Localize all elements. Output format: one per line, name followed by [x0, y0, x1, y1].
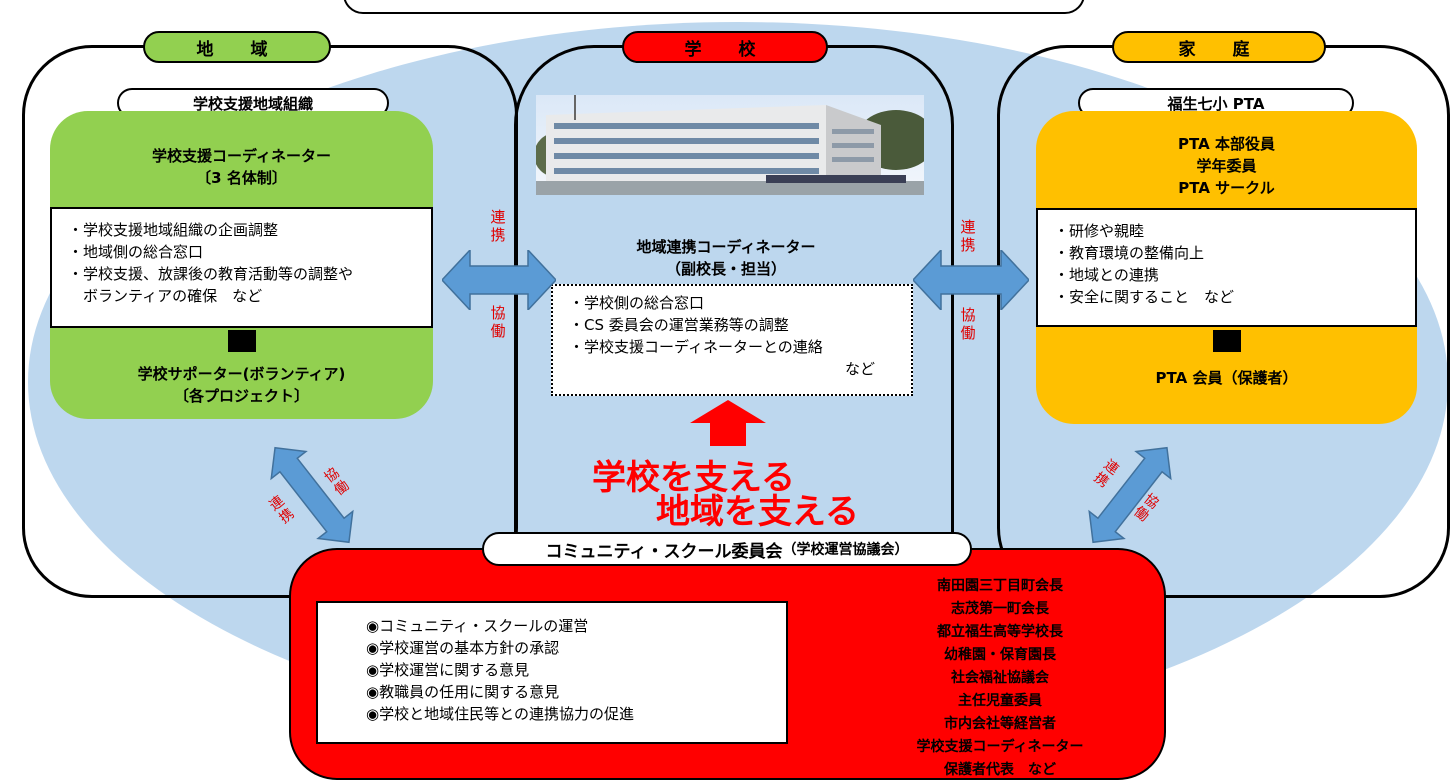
cs-member: 都立福生高等学校長 — [937, 624, 1063, 640]
home-duty: ・地域との連携 — [1054, 266, 1159, 284]
home-duty: ・教育環境の整備向上 — [1054, 244, 1205, 262]
school-duty: ・CS 委員会の運営業務等の調整 — [569, 316, 789, 334]
right-collab-char: 協 — [960, 306, 976, 324]
school-duty: ・学校支援コーディネーターとの連絡 — [569, 338, 823, 356]
left-collab-char: 協 — [490, 304, 506, 322]
home-group: 学年委員 — [1196, 157, 1257, 175]
slogan-line-1: 学校を支える — [592, 458, 795, 498]
school-building-photo — [536, 95, 924, 195]
home-duties-box: ・研修や親睦 ・教育環境の整備向上 ・地域との連携 ・安全に関すること など — [1036, 208, 1417, 327]
up-arrow — [690, 400, 766, 446]
left-double-arrow — [442, 250, 556, 310]
cs-member: 社会福祉協議会 — [951, 670, 1049, 686]
school-coordinator-title: 地域連携コーディネーター — [636, 238, 816, 256]
school-title: 学 校 — [684, 39, 766, 60]
school-duty: ・学校側の総合窓口 — [569, 294, 705, 312]
cs-member: 市内会社等経営者 — [944, 716, 1056, 732]
cs-functions-box: ◉コミュニティ・スクールの運営 ◉学校運営の基本方針の承認 ◉学校運営に関する意… — [316, 601, 788, 744]
cs-member: 主任児童委員 — [958, 693, 1042, 709]
right-double-arrow — [913, 250, 1029, 310]
cs-member: 保護者代表 など — [944, 762, 1056, 778]
cs-function: ◉教職員の任用に関する意見 — [366, 683, 560, 701]
region-coordinator-count: 〔3 名体制〕 — [196, 169, 287, 187]
left-link-char: 携 — [490, 226, 506, 244]
cs-members: 南田園三丁目町会長 志茂第一町会長 都立福生高等学校長 幼稚園・保育園長 社会福… — [880, 575, 1120, 782]
region-connector-square — [228, 330, 256, 352]
slogan-line-2: 地域を支える — [656, 492, 859, 532]
left-link-char: 連 — [490, 208, 506, 226]
left-collab-char: 働 — [490, 322, 506, 340]
cs-title-main: コミュニティ・スクール委員会 — [545, 541, 783, 562]
left-collab-label: 協 働 — [488, 304, 508, 340]
right-collab-label: 協 働 — [958, 306, 978, 342]
left-link-label: 連 携 — [488, 208, 508, 244]
home-members: PTA 会員（保護者） — [1036, 367, 1417, 389]
region-title-pill: 地 域 — [143, 31, 331, 63]
school-coordinator-role: （副校長・担当） — [665, 260, 786, 278]
region-coordinator: 学校支援コーディネーター 〔3 名体制〕 — [50, 145, 433, 189]
home-title: 家 庭 — [1178, 39, 1260, 60]
cs-function: ◉コミュニティ・スクールの運営 — [366, 617, 589, 635]
home-connector-square — [1213, 330, 1241, 352]
school-coordinator: 地域連携コーディネーター （副校長・担当） — [556, 236, 896, 280]
region-duties-box: ・学校支援地域組織の企画調整 ・地域側の総合窓口 ・学校支援、放課後の教育活動等… — [50, 207, 433, 328]
region-supporter: 学校サポーター(ボランティア) 〔各プロジェクト〕 — [50, 363, 433, 407]
cs-member: 志茂第一町会長 — [951, 601, 1049, 617]
right-collab-char: 働 — [960, 324, 976, 342]
cs-title-pill: コミュニティ・スクール委員会 （学校運営協議会） — [482, 532, 972, 566]
home-groups: PTA 本部役員 学年委員 PTA サークル — [1036, 133, 1417, 199]
region-title: 地 域 — [196, 39, 278, 60]
cs-member: 幼稚園・保育園長 — [944, 647, 1056, 663]
school-title-pill: 学 校 — [622, 31, 828, 63]
school-duties-box: ・学校側の総合窓口 ・CS 委員会の運営業務等の調整 ・学校支援コーディネーター… — [551, 284, 913, 396]
home-group: PTA 本部役員 — [1178, 135, 1275, 153]
cs-function: ◉学校と地域住民等との連携協力の促進 — [366, 705, 634, 723]
cs-member: 学校支援コーディネーター — [916, 739, 1084, 755]
home-group: PTA サークル — [1178, 179, 1275, 197]
right-link-char: 携 — [960, 236, 976, 254]
right-diagonal-arrow — [1088, 446, 1172, 544]
home-subtitle: 福生七小 PTA — [1167, 94, 1265, 113]
home-duty: ・安全に関すること など — [1054, 288, 1235, 306]
left-diagonal-arrow — [270, 446, 354, 544]
school-duty-suffix: など — [844, 360, 875, 378]
home-title-pill: 家 庭 — [1112, 31, 1326, 63]
cs-function: ◉学校運営の基本方針の承認 — [366, 639, 560, 657]
home-members-label: PTA 会員（保護者） — [1155, 369, 1298, 387]
header-box — [343, 0, 1085, 14]
home-duty: ・研修や親睦 — [1054, 222, 1145, 240]
region-duty: ・学校支援地域組織の企画調整 — [68, 221, 279, 239]
region-coordinator-title: 学校支援コーディネーター — [152, 147, 331, 165]
region-supporter-title: 学校サポーター(ボランティア) — [137, 365, 346, 383]
region-duty: ・学校支援、放課後の教育活動等の調整や — [68, 265, 354, 283]
right-link-label: 連 携 — [958, 218, 978, 254]
region-subtitle: 学校支援地域組織 — [192, 94, 313, 113]
cs-member: 南田園三丁目町会長 — [937, 578, 1063, 594]
region-supporter-projects: 〔各プロジェクト〕 — [173, 387, 309, 405]
cs-function: ◉学校運営に関する意見 — [366, 661, 530, 679]
region-duty: ボランティアの確保 など — [68, 287, 263, 305]
right-link-char: 連 — [960, 218, 976, 236]
region-duty: ・地域側の総合窓口 — [68, 243, 204, 261]
cs-title-sub: （学校運営協議会） — [782, 542, 909, 558]
